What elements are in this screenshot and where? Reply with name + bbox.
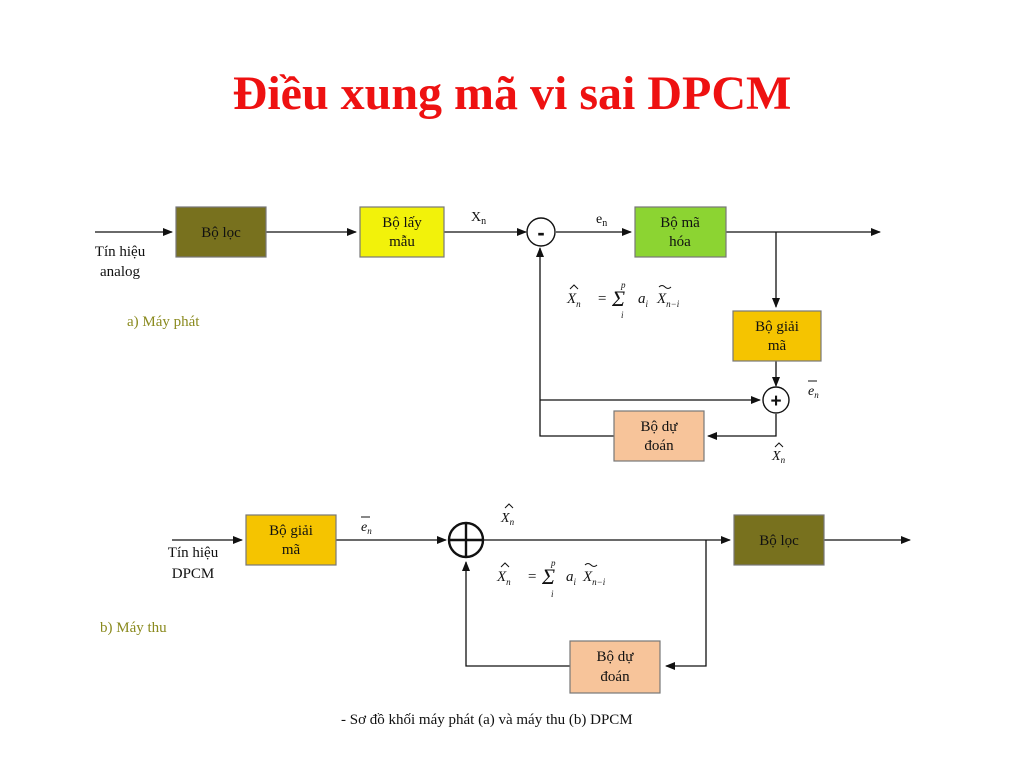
rx-input-label-line2: DPCM [172, 566, 215, 582]
transmitter-section: Tín hiệu analog Bộ lọc Bộ lấy mẫu Bộ mã … [95, 206, 881, 465]
tx-predictor-label-line2: đoán [644, 438, 674, 454]
svg-text:i: i [621, 310, 624, 320]
tx-en-label: en [596, 212, 607, 229]
tx-filter-box [175, 206, 267, 258]
tx-decoder-label-line2: mã [768, 338, 787, 354]
rx-filter-label: Bộ lọc [759, 533, 799, 549]
rx-x-hat-label: Xn [500, 503, 515, 527]
rx-predictor-box [569, 640, 661, 694]
rx-predictor-adder-arrow [462, 561, 570, 667]
svg-text:ai: ai [566, 569, 577, 587]
rx-caption: b) Máy thu [100, 620, 167, 636]
tx-predictor-box [613, 410, 705, 462]
tx-subtractor-circle [526, 217, 556, 247]
tx-encoder-label-line1: Bộ mã [660, 215, 700, 231]
rx-decoder-label-line2: mã [282, 542, 301, 558]
tx-caption: a) Máy phát [127, 314, 200, 330]
svg-text:p: p [620, 280, 626, 290]
tx-prediction-equation: Xn = p Σ i ai Xn−i [566, 280, 680, 320]
svg-text:=: = [527, 569, 537, 585]
svg-text:ai: ai [638, 291, 649, 309]
svg-text:=: = [597, 291, 607, 307]
svg-text:Xn: Xn [500, 511, 515, 527]
rx-prediction-equation: Xn = p Σ i ai Xn−i [496, 558, 606, 599]
svg-text:Xn: Xn [496, 569, 511, 587]
svg-text:Σ: Σ [541, 564, 555, 589]
tx-decoder-box [732, 310, 822, 362]
tx-predictor-subtractor-arrow [536, 247, 614, 437]
tx-plus-sign: + [770, 391, 781, 412]
tx-xn-label: Xn [471, 210, 486, 227]
rx-predictor-label-line2: đoán [600, 669, 630, 685]
tx-predictor-label-line1: Bộ dự [641, 419, 679, 435]
rx-output-predictor-arrow [665, 540, 707, 670]
svg-text:Xn: Xn [566, 291, 581, 309]
tx-x-hat-label: Xn [771, 442, 786, 465]
svg-text:Σ: Σ [611, 286, 625, 311]
svg-text:Xn−i: Xn−i [582, 569, 606, 587]
svg-text:Xn−i: Xn−i [656, 291, 680, 309]
figure-caption: - Sơ đồ khối máy phát (a) và máy thu (b)… [341, 712, 633, 728]
tx-decoder-label-line1: Bộ giải [755, 319, 799, 335]
tx-input-label-line2: analog [100, 264, 140, 280]
rx-adder-circle [447, 521, 485, 559]
tx-sampler-label-line1: Bộ lấy [382, 215, 422, 231]
svg-text:p: p [550, 558, 556, 568]
rx-input-label-line1: Tín hiệu [168, 545, 219, 561]
tx-input-label-line1: Tín hiệu [95, 244, 146, 260]
rx-decoder-label-line1: Bộ giải [269, 523, 313, 539]
tx-minus-sign: - [537, 220, 544, 245]
rx-filter-box [733, 514, 825, 566]
tx-encoder-label-line2: hóa [669, 234, 691, 250]
tx-encoder-box [634, 206, 727, 258]
tx-filter-label: Bộ lọc [201, 225, 241, 241]
rx-e-tilde-label: en [361, 516, 372, 536]
svg-text:en: en [808, 384, 819, 400]
tx-sampler-box [359, 206, 445, 258]
slide-title: Điều xung mã vi sai DPCM [232, 67, 792, 120]
receiver-section: Tín hiệu DPCM Bộ giải mã Bộ lọc Bộ dự đo… [100, 503, 911, 694]
svg-text:en: en [361, 520, 372, 536]
tx-adder-circle [762, 386, 790, 414]
rx-predictor-label-line1: Bộ dự [597, 649, 635, 665]
rx-decoder-box [245, 514, 337, 566]
svg-text:i: i [551, 589, 554, 599]
tx-adder-predictor-arrow [707, 414, 777, 440]
tx-sampler-label-line2: mẫu [389, 234, 415, 250]
svg-text:Xn: Xn [771, 449, 786, 465]
tx-e-tilde-label: en [808, 380, 819, 400]
